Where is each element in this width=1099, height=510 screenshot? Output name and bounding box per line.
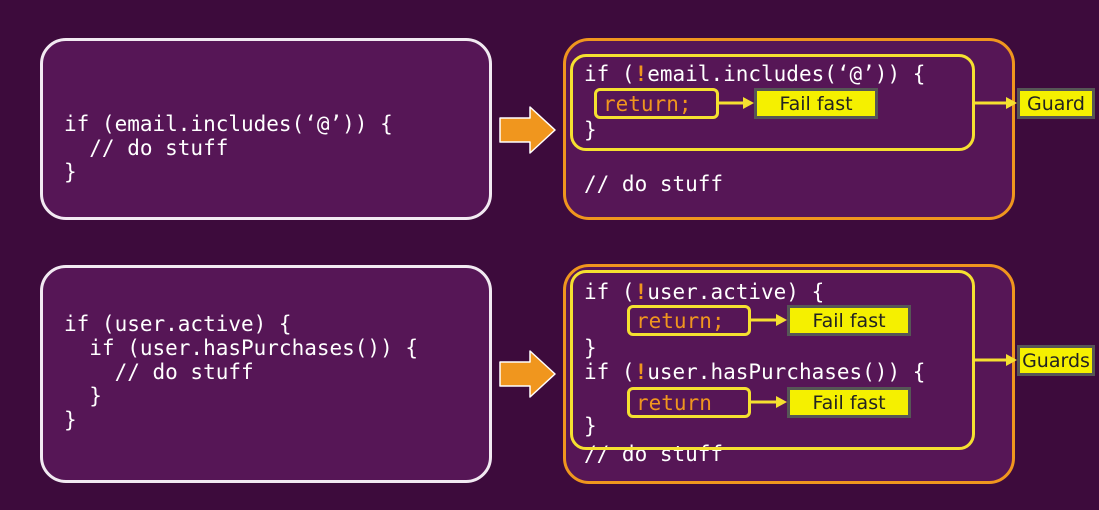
- return-highlight-top: return;: [594, 88, 719, 119]
- code-line: if (user.hasPurchases()) {: [64, 336, 419, 360]
- original-code-bottom: if (user.active) { if (user.hasPurchases…: [64, 312, 418, 432]
- guard-arrowhead: [1006, 97, 1017, 109]
- fail-fast-label-bottom-1: Fail fast: [787, 305, 911, 336]
- guard-condition-top: if (!email.includes(‘@’)) {: [584, 62, 926, 86]
- code-line: if (user.active) {: [64, 312, 292, 336]
- guard1-condition-bottom: if (!user.active) {: [584, 280, 825, 304]
- transform-arrow-top: [499, 106, 556, 154]
- code-line: if (email.includes(‘@’)) {: [64, 112, 393, 136]
- return-highlight-bottom-1: return;: [627, 305, 751, 336]
- original-code-box-bottom: if (user.active) { if (user.hasPurchases…: [40, 265, 492, 483]
- fail-fast-label-top: Fail fast: [754, 88, 878, 119]
- negation-operator: !: [634, 280, 648, 304]
- code-line: }: [64, 160, 77, 184]
- code-line: // do stuff: [64, 136, 229, 160]
- fail-fast-arrowhead-bottom-2: [776, 396, 787, 408]
- tail-comment-top: // do stuff: [584, 172, 724, 196]
- negation-operator: !: [634, 62, 648, 86]
- guard2-close-bottom: }: [584, 414, 597, 438]
- guard-label: Guard: [1017, 88, 1095, 119]
- guard2-condition-bottom: if (!user.hasPurchases()) {: [584, 360, 926, 384]
- tail-comment-bottom: // do stuff: [584, 442, 724, 466]
- guard-highlight-top: [570, 54, 975, 151]
- original-code-box-top: if (email.includes(‘@’)) { // do stuff }: [40, 38, 492, 220]
- transform-arrow-bottom: [499, 350, 556, 398]
- guards-arrowhead: [1006, 354, 1017, 366]
- code-line: }: [64, 408, 77, 432]
- negation-operator: !: [634, 360, 648, 384]
- guards-highlight-bottom: [570, 270, 975, 450]
- fail-fast-arrowhead-top: [743, 97, 754, 109]
- code-line: }: [64, 384, 102, 408]
- fail-fast-arrowhead-bottom-1: [776, 314, 787, 326]
- fail-fast-label-bottom-2: Fail fast: [787, 387, 911, 418]
- guard1-close-bottom: }: [584, 336, 597, 360]
- original-code-top: if (email.includes(‘@’)) { // do stuff }: [64, 112, 393, 184]
- guards-label: Guards: [1017, 345, 1095, 376]
- code-line: // do stuff: [64, 360, 254, 384]
- return-highlight-bottom-2: return: [627, 387, 751, 418]
- refactored-code-box-top: [563, 38, 1015, 220]
- guard-close-top: }: [584, 118, 597, 142]
